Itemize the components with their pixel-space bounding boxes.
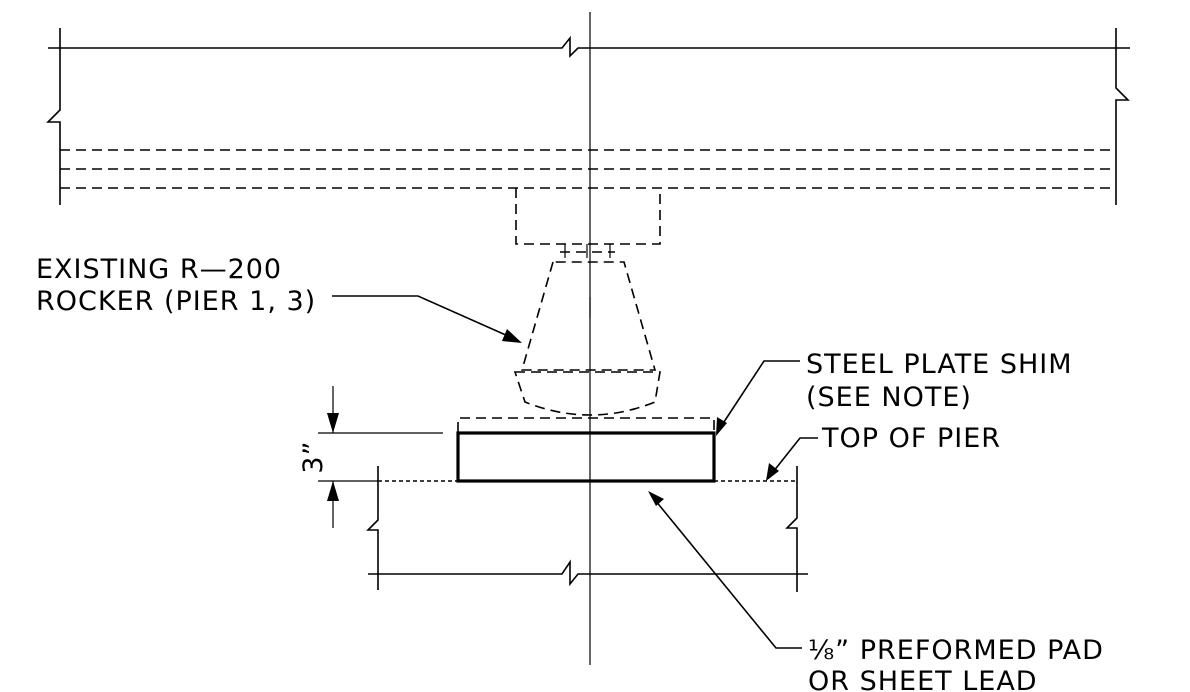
pad-leader xyxy=(654,499,802,649)
rocker-label-line2: ROCKER (PIER 1, 3) xyxy=(36,286,316,317)
shim-label-line2: (SEE NOTE) xyxy=(806,382,972,413)
pad-leader-arrow xyxy=(648,491,664,506)
shim-leader xyxy=(719,360,800,429)
shim-leader-arrow xyxy=(716,417,727,436)
rocker-leader xyxy=(332,295,509,337)
dimension-arrow-top xyxy=(327,413,339,433)
pier-right-break xyxy=(785,466,798,592)
dimension-arrow-bottom xyxy=(327,481,339,501)
pier-bottom-line xyxy=(368,559,808,587)
shim-plate xyxy=(457,417,715,432)
pad-label-line1: ⅛” PREFORMED PAD xyxy=(808,635,1104,666)
pier-left-break xyxy=(366,466,379,590)
pier-leader xyxy=(772,437,818,473)
rocker-leader-arrow xyxy=(502,329,522,343)
dimension-label: 3” xyxy=(298,440,329,473)
pier-leader-arrow xyxy=(766,463,779,481)
rocker-base xyxy=(513,371,661,416)
masonry-plate xyxy=(456,431,716,483)
girder-left-break xyxy=(46,28,61,205)
pad-label-line2: OR SHEET LEAD xyxy=(808,666,1038,692)
rocker-body xyxy=(520,261,657,371)
rocker-label-line1: EXISTING R—200 xyxy=(36,254,282,285)
shim-label-line1: STEEL PLATE SHIM xyxy=(806,349,1073,380)
sole-plate xyxy=(515,188,661,245)
girder-top-line xyxy=(48,35,1130,58)
girder-right-break xyxy=(1115,28,1130,205)
top-of-pier-label: TOP OF PIER xyxy=(821,423,1001,454)
